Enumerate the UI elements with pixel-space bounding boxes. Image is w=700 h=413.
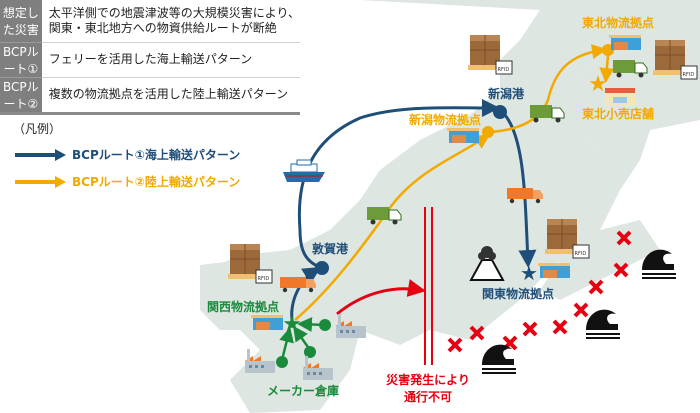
row-label: BCPルート① bbox=[0, 42, 42, 78]
route1-to-tsuruga bbox=[290, 266, 322, 321]
tohoku-hub-label: 東北物流拠点 bbox=[582, 15, 654, 30]
scenario-table: 想定した災害 太平洋側での地震津波等の大規模災害により、関東・東北地方への物資供… bbox=[0, 0, 300, 115]
table-row: BCPルート② 複数の物流拠点を活用した陸上輸送パターン bbox=[0, 77, 300, 115]
row-value: 太平洋側での地震津波等の大規模災害により、 bbox=[48, 5, 300, 20]
row-value: フェリーを活用した海上輸送パターン bbox=[41, 42, 300, 78]
ferry-icon bbox=[283, 159, 325, 182]
legend-item-route2: BCPルート②陸上輸送パターン bbox=[72, 174, 240, 189]
rfid-tag-label: RFID bbox=[258, 276, 270, 282]
row-value: 関東・東北地方への物資供給ルートが断絶 bbox=[48, 20, 277, 35]
row-label: BCPルート② bbox=[0, 77, 42, 115]
cargo-box-kanto: RFID bbox=[544, 218, 590, 259]
niigata-port-label: 新潟港 bbox=[488, 86, 525, 101]
table-row: 想定した災害 太平洋側での地震津波等の大規模災害により、関東・東北地方への物資供… bbox=[0, 0, 300, 43]
warehouse-icon bbox=[538, 263, 570, 278]
table-row: BCPルート① フェリーを活用した海上輸送パターン bbox=[0, 42, 300, 78]
blocked-label-line1: 災害発生により bbox=[386, 372, 470, 387]
store-star-icon: ★ bbox=[588, 72, 608, 97]
route2-to-tohoku bbox=[489, 44, 607, 134]
legend-arrowhead-blue bbox=[55, 149, 66, 161]
kansai-hub-label: 関西物流拠点 bbox=[207, 299, 279, 314]
warehouse-icon bbox=[447, 128, 479, 143]
maker-dots bbox=[276, 319, 331, 368]
route1-sea bbox=[297, 98, 500, 231]
row-label: 想定した災害 bbox=[0, 0, 42, 43]
niigata-port-dot bbox=[493, 105, 507, 119]
rfid-tag-label: RFID bbox=[683, 72, 695, 78]
kansai-star-icon: ★ bbox=[282, 312, 302, 337]
kanto-star-icon: ★ bbox=[520, 261, 538, 285]
kanto-hub-label: 関東物流拠点 bbox=[482, 286, 554, 301]
tsunami-icon bbox=[481, 343, 517, 374]
warehouse-icon bbox=[609, 35, 641, 50]
legend-title: （凡例） bbox=[13, 122, 61, 136]
store-icon bbox=[605, 88, 635, 106]
tohoku-store-label: 東北小売店舗 bbox=[582, 106, 654, 121]
cargo-box-niigata: RFID bbox=[467, 34, 513, 75]
legend-item-route1: BCPルート①海上輸送パターン bbox=[72, 147, 240, 162]
blockade-lines bbox=[424, 207, 433, 365]
tsuruga-port-dot bbox=[315, 261, 329, 275]
tsuruga-port-label: 敦賀港 bbox=[312, 241, 349, 256]
rfid-tag-label: RFID bbox=[498, 67, 510, 73]
row-value: 複数の物流拠点を活用した陸上輸送パターン bbox=[41, 77, 300, 115]
maker-warehouse-label: メーカー倉庫 bbox=[267, 383, 339, 398]
legend-arrowhead-orange bbox=[55, 176, 66, 188]
cargo-box-kansai: RFID bbox=[227, 243, 273, 284]
niigata-hub-dot bbox=[482, 126, 494, 138]
rfid-tag-label: RFID bbox=[575, 251, 587, 257]
warehouse-icon bbox=[251, 315, 283, 330]
volcano-icon bbox=[469, 246, 505, 281]
niigata-hub-label: 新潟物流拠点 bbox=[409, 112, 481, 127]
blocked-label-line2: 通行不可 bbox=[404, 389, 452, 404]
tsunami-icon bbox=[585, 308, 621, 339]
blocked-route-arrow bbox=[336, 279, 426, 316]
route1-to-kanto bbox=[503, 114, 537, 268]
route2-to-store bbox=[599, 54, 615, 83]
cargo-box-tohoku: RFID bbox=[652, 39, 698, 80]
